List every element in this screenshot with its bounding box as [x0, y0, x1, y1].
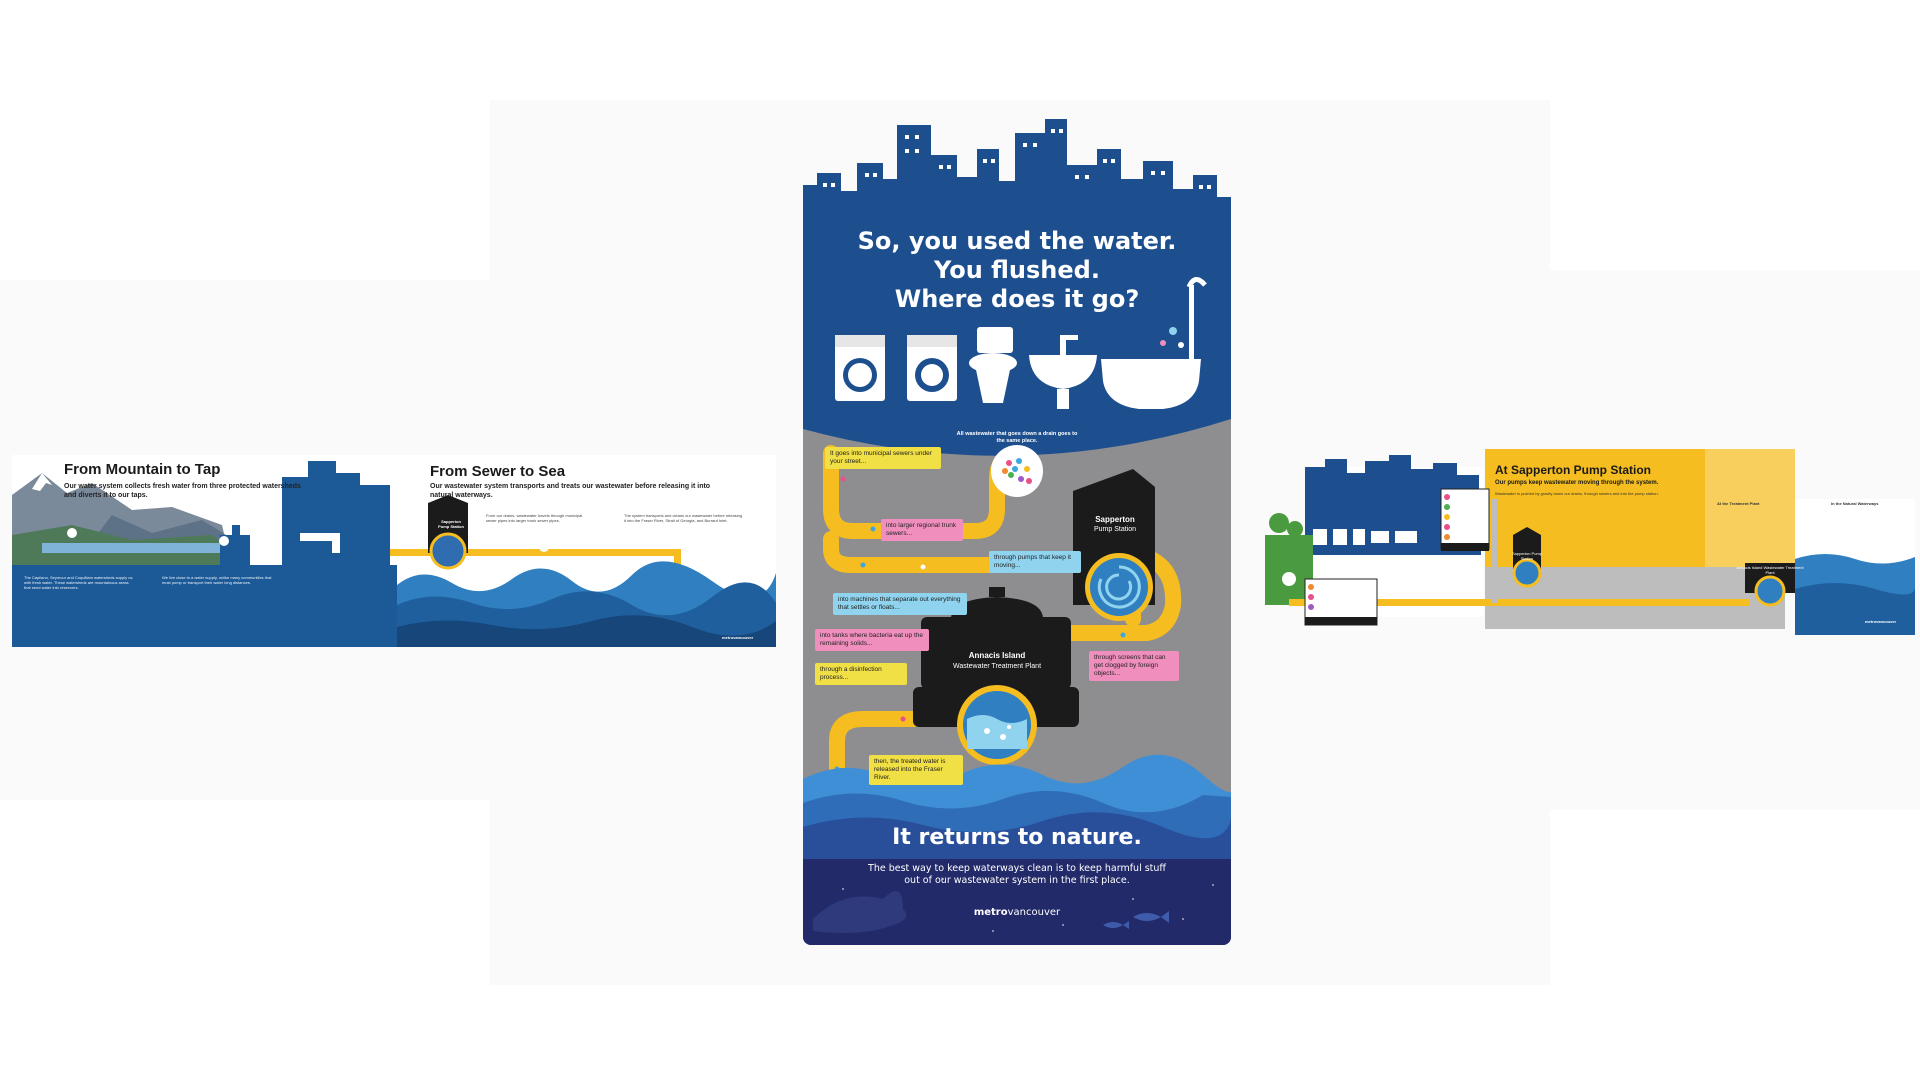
- section2-body2: The system transports and cleans our was…: [624, 513, 743, 523]
- left-infographic-panel: From Mountain to Tap Our water system co…: [12, 455, 776, 647]
- step-bacteria-tanks: into tanks where bacteria eat up the rem…: [815, 629, 929, 651]
- poster-artwork: [803, 119, 1231, 945]
- pump-station-sub: Pump Station: [1093, 526, 1137, 533]
- right-brand: metrovancouver: [1865, 619, 1897, 624]
- brand-bold: metro: [973, 907, 1008, 918]
- poster-headline: So, you used the water. You flushed. Whe…: [803, 227, 1231, 314]
- section2-subtitle: Our wastewater system transports and tre…: [430, 483, 711, 499]
- bottom-body-line-2: out of our wastewater system in the firs…: [904, 875, 1130, 886]
- section1-subtitle: Our water system collects fresh water fr…: [64, 483, 301, 499]
- right-station1: Sapperton Pump Station: [1511, 551, 1543, 561]
- step-separate-machines: into machines that separate out everythi…: [833, 593, 967, 615]
- right-panel-artwork: [1265, 449, 1915, 635]
- bottom-headline: It returns to nature.: [892, 825, 1142, 850]
- left-panel-artwork: [12, 461, 776, 647]
- left-blue-band: [12, 565, 397, 647]
- pump-station-name: Sapperton: [1095, 515, 1135, 524]
- section1-body2: We live close to a water supply, unlike …: [162, 575, 272, 585]
- step-municipal-sewers: It goes into municipal sewers under your…: [825, 447, 941, 469]
- dishwasher-icon: [907, 335, 957, 401]
- right-subtitle: Our pumps keep wastewater moving through…: [1495, 480, 1659, 486]
- section1-title: From Mountain to Tap: [64, 461, 221, 478]
- right-station2: Annacis Island Wastewater Treatment Plan…: [1736, 565, 1804, 575]
- plant-name: Annacis Island: [968, 651, 1026, 660]
- step-pumps: through pumps that keep it moving...: [989, 551, 1081, 573]
- headline-line-2: You flushed.: [934, 256, 1100, 284]
- right-title: At Sapperton Pump Station: [1495, 463, 1651, 477]
- pump-station-building: [1073, 469, 1155, 621]
- toilet-icon: [969, 327, 1017, 403]
- headline-line-1: So, you used the water.: [857, 227, 1177, 255]
- brand-light: vancouver: [1007, 907, 1061, 918]
- section1-body: The Capilano, Seymour and Coquitlam wate…: [24, 575, 133, 590]
- washing-machine-icon: [835, 335, 885, 401]
- headline-line-3: Where does it go?: [894, 285, 1140, 313]
- step-trunk-sewers: into larger regional trunk sewers...: [881, 519, 963, 541]
- plant-sub: Wastewater Treatment Plant: [952, 663, 1042, 670]
- treatment-plant-building: [913, 587, 1079, 765]
- right-col2-head: In the Natural Waterways: [1831, 501, 1879, 506]
- bathtub-icon: [1101, 277, 1207, 409]
- sink-icon: [1029, 335, 1097, 409]
- left-station-label: Sapperton Pump Station: [438, 519, 464, 529]
- left-brand: metrovancouver: [722, 635, 754, 640]
- section2-body: From our drains, wastewater travels thro…: [486, 513, 583, 523]
- bottom-body-line-1: The best way to keep waterways clean is …: [868, 863, 1166, 874]
- arc-caption: All wastewater that goes down a drain go…: [956, 431, 1078, 444]
- step-disinfection: through a disinfection process...: [815, 663, 907, 685]
- bottom-body: The best way to keep waterways clean is …: [803, 863, 1231, 887]
- step-fraser-river: then, the treated water is released into…: [869, 755, 963, 785]
- right-infographic-panel: At Sapperton Pump Station Our pumps keep…: [1265, 439, 1915, 639]
- poster-brand: metrovancouver: [803, 907, 1231, 918]
- right-body: Wastewater is pushed by gravity down our…: [1495, 491, 1659, 496]
- step-screens: through screens that can get clogged by …: [1089, 651, 1179, 681]
- right-col1-head: At the Treatment Plant: [1717, 501, 1760, 506]
- section2-title: From Sewer to Sea: [430, 463, 566, 480]
- wastewater-poster: So, you used the water. You flushed. Whe…: [803, 119, 1231, 945]
